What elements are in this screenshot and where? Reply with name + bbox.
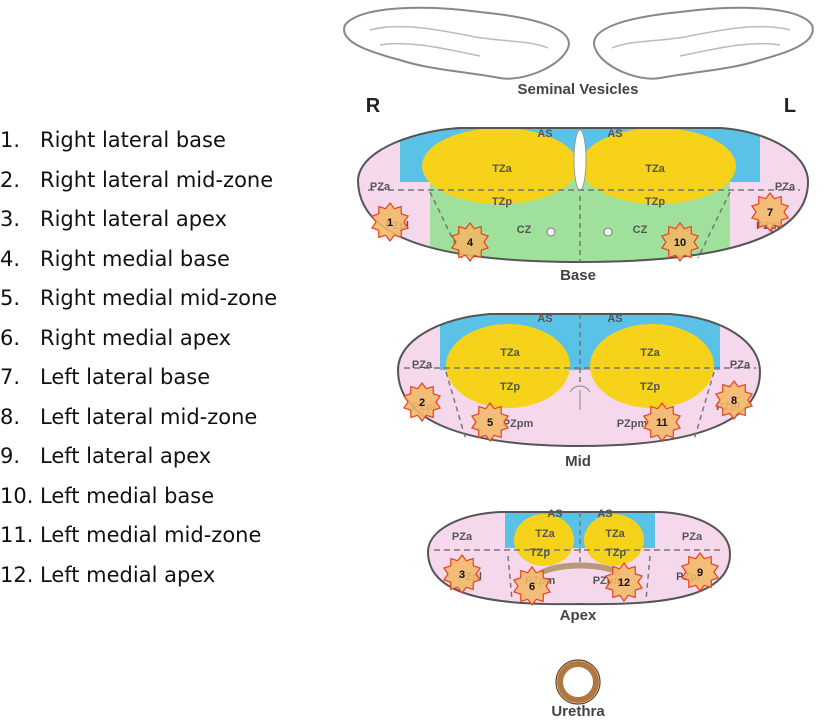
apex-tzp-right-label: TZp bbox=[530, 547, 550, 559]
biopsy-badge-1: 1 bbox=[370, 202, 410, 242]
star-badge-icon bbox=[450, 222, 490, 262]
biopsy-badge-number: 12 bbox=[618, 577, 630, 589]
left-side-label: L bbox=[784, 95, 796, 117]
biopsy-badge-7: 7 bbox=[750, 192, 790, 232]
base-section: AS AS TZa TZa TZp TZp PZa PZa CZ CZ PZpl… bbox=[356, 127, 810, 264]
biopsy-badge-11: 11 bbox=[642, 402, 682, 442]
mid-tza-left-label: TZa bbox=[640, 347, 660, 359]
base-as-right-label: AS bbox=[537, 128, 552, 140]
mid-section: AS AS TZa TZa TZp TZp PZa PZa PZpl PZpl … bbox=[396, 313, 762, 448]
base-pza-left-label: PZa bbox=[775, 181, 796, 193]
biopsy-badge-4: 4 bbox=[450, 222, 490, 262]
mid-pza-right-label: PZa bbox=[412, 359, 433, 371]
biopsy-badge-number: 6 bbox=[529, 581, 535, 593]
base-cz-left-label: CZ bbox=[633, 224, 648, 236]
mid-tzp-right-label: TZp bbox=[500, 381, 520, 393]
biopsy-badge-number: 3 bbox=[459, 569, 465, 581]
base-tza-left-label: TZa bbox=[645, 163, 665, 175]
list-item: 8.Left lateral mid-zone bbox=[0, 404, 258, 429]
mid-tzp-left-label: TZp bbox=[640, 381, 660, 393]
mid-pzpm-left-label: PZpm bbox=[617, 418, 648, 430]
biopsy-badge-number: 7 bbox=[767, 207, 773, 219]
star-badge-icon bbox=[680, 552, 720, 592]
biopsy-badge-number: 2 bbox=[419, 397, 425, 409]
right-side-label: R bbox=[366, 95, 381, 117]
star-badge-icon bbox=[402, 382, 442, 422]
list-item: 7.Left lateral base bbox=[0, 365, 211, 389]
biopsy-badge-number: 10 bbox=[674, 237, 686, 249]
base-as-left-label: AS bbox=[607, 128, 622, 140]
star-badge-icon bbox=[370, 202, 410, 242]
biopsy-badge-9: 9 bbox=[680, 552, 720, 592]
biopsy-badge-3: 3 bbox=[442, 554, 482, 594]
biopsy-badge-number: 11 bbox=[656, 417, 668, 429]
seminal-vesicles-label: Seminal Vesicles bbox=[518, 81, 639, 98]
base-tzp-left-label: TZp bbox=[645, 196, 665, 208]
apex-pza-left-label: PZa bbox=[682, 531, 703, 543]
biopsy-badge-6: 6 bbox=[512, 566, 552, 606]
biopsy-badge-number: 8 bbox=[731, 395, 737, 407]
star-badge-icon bbox=[512, 566, 552, 606]
mid-pza-left-label: PZa bbox=[730, 359, 751, 371]
apex-label: Apex bbox=[560, 607, 597, 624]
apex-section: AS AS TZa TZa TZp TZp PZa PZa PZpl PZpl … bbox=[426, 508, 732, 606]
biopsy-badge-number: 1 bbox=[387, 217, 393, 229]
urethra-label: Urethra bbox=[551, 703, 605, 720]
list-item: 3.Right lateral apex bbox=[0, 207, 228, 231]
biopsy-badge-10: 10 bbox=[660, 222, 700, 262]
list-item: 11.Left medial mid-zone bbox=[0, 523, 262, 547]
apex-pza-right-label: PZa bbox=[452, 531, 473, 543]
base-tzp-right-label: TZp bbox=[492, 196, 512, 208]
star-badge-icon bbox=[714, 380, 754, 420]
list-item: 2.Right lateral mid-zone bbox=[0, 167, 274, 192]
apex-tza-right-label: TZa bbox=[535, 528, 555, 540]
biopsy-badge-2: 2 bbox=[402, 382, 442, 422]
apex-tzp-left-label: TZp bbox=[606, 547, 626, 559]
list-item: 9.Left lateral apex bbox=[0, 444, 212, 468]
star-badge-icon bbox=[604, 562, 644, 602]
star-badge-icon bbox=[470, 402, 510, 442]
biopsy-site-list: 1.Right lateral base 2.Right lateral mid… bbox=[0, 128, 340, 602]
urethra-ring bbox=[557, 661, 599, 703]
mid-as-right-label: AS bbox=[537, 313, 552, 325]
biopsy-badge-number: 5 bbox=[487, 417, 493, 429]
star-badge-icon bbox=[442, 554, 482, 594]
biopsy-badge-5: 5 bbox=[470, 402, 510, 442]
star-badge-icon bbox=[750, 192, 790, 232]
base-cz-right-label: CZ bbox=[517, 224, 532, 236]
list-item: 4.Right medial base bbox=[0, 246, 230, 271]
biopsy-badge-number: 9 bbox=[697, 567, 703, 579]
mid-tza-right-label: TZa bbox=[500, 347, 520, 359]
star-badge-icon bbox=[660, 222, 700, 262]
biopsy-badge-12: 12 bbox=[604, 562, 644, 602]
mid-as-left-label: AS bbox=[607, 313, 622, 325]
mid-pzpm-right-label: PZpm bbox=[503, 418, 534, 430]
star-badge-icon bbox=[642, 402, 682, 442]
base-pza-right-label: PZa bbox=[370, 181, 391, 193]
urethra-outline bbox=[555, 659, 601, 705]
list-item: 10.Left medial base bbox=[0, 483, 215, 508]
list-item: 1.Right lateral base bbox=[0, 128, 226, 152]
biopsy-badge-8: 8 bbox=[714, 380, 754, 420]
apex-tza-left-label: TZa bbox=[605, 528, 625, 540]
seminal-vesicles-drawing bbox=[343, 6, 814, 80]
list-item: 6.Right medial apex bbox=[0, 325, 232, 350]
apex-as-right-label: AS bbox=[547, 508, 562, 520]
mid-label: Mid bbox=[565, 453, 591, 470]
base-label: Base bbox=[560, 267, 596, 284]
list-item: 12.Left medial apex bbox=[0, 562, 216, 587]
base-tza-right-label: TZa bbox=[492, 163, 512, 175]
apex-as-left-label: AS bbox=[597, 508, 612, 520]
list-item: 5.Right medial mid-zone bbox=[0, 286, 278, 310]
biopsy-badge-number: 4 bbox=[467, 237, 474, 249]
